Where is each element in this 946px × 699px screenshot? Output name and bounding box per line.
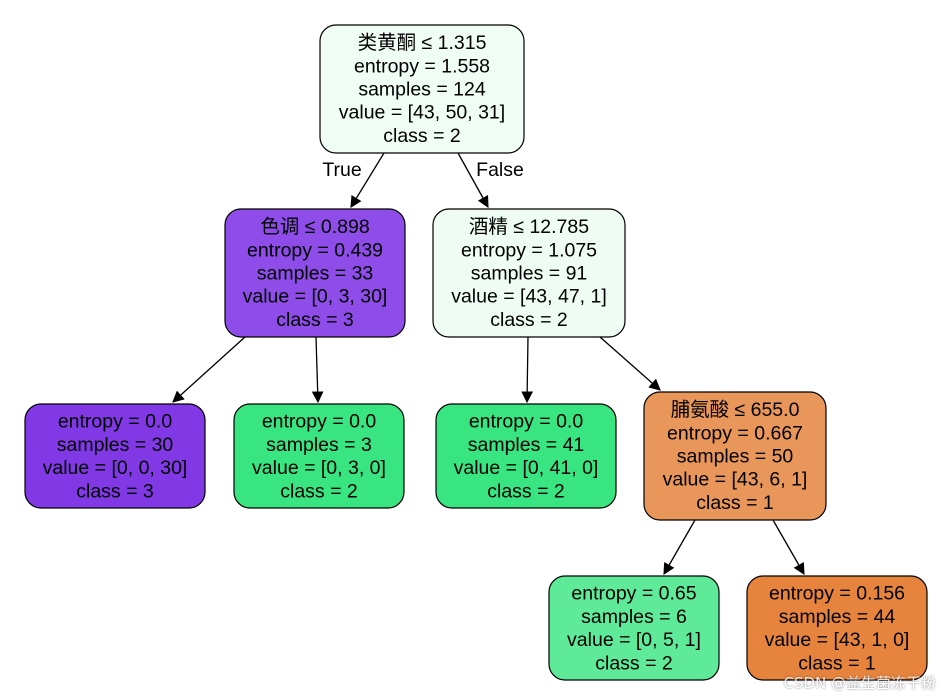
node-line: entropy = 0.0 <box>58 411 173 433</box>
node-line: value = [0, 3, 30] <box>243 286 388 308</box>
node-line: entropy = 0.439 <box>247 239 383 261</box>
node-line: class = 2 <box>383 125 461 147</box>
node-line: class = 2 <box>595 652 673 674</box>
node-line: samples = 3 <box>266 434 372 456</box>
node-line: value = [43, 6, 1] <box>663 469 808 491</box>
edge-label-false: False <box>476 159 524 181</box>
node-line: samples = 124 <box>358 78 486 100</box>
node-line: value = [0, 0, 30] <box>43 457 188 479</box>
edge-n1-n3 <box>172 336 246 403</box>
node-line: entropy = 0.65 <box>571 583 696 605</box>
node-line: class = 1 <box>798 652 876 674</box>
node-line: samples = 91 <box>471 262 588 284</box>
node-line: class = 3 <box>76 480 154 502</box>
node-line: value = [0, 3, 0] <box>252 457 386 479</box>
node-box <box>746 575 928 681</box>
node-line: samples = 44 <box>779 606 896 628</box>
node-line: entropy = 0.0 <box>262 411 377 433</box>
edge-label-true: True <box>322 159 361 181</box>
edge-n6-n8 <box>772 519 805 576</box>
node-line: value = [0, 41, 0] <box>454 457 599 479</box>
node-box <box>435 403 617 509</box>
node-line: samples = 41 <box>468 434 585 456</box>
node-box <box>548 575 720 681</box>
node-box <box>643 391 827 521</box>
node-line: value = [43, 1, 0] <box>765 629 910 651</box>
node-box <box>224 208 406 338</box>
node-line: value = [43, 50, 31] <box>339 102 505 124</box>
node-line: entropy = 0.667 <box>667 422 803 444</box>
node-line: 色调 ≤ 0.898 <box>260 216 369 238</box>
node-line: entropy = 1.558 <box>354 55 490 77</box>
edge-n0-n1 <box>350 152 385 208</box>
edges-layer: True False <box>172 152 805 576</box>
node-line: samples = 6 <box>581 606 687 628</box>
node-line: samples = 50 <box>677 445 794 467</box>
edge-n2-n6 <box>599 336 661 391</box>
node-line: value = [43, 47, 1] <box>451 286 607 308</box>
edge-n1-n4 <box>311 336 324 404</box>
edge-n2-n5 <box>521 336 534 404</box>
node-line: value = [0, 5, 1] <box>567 629 701 651</box>
node-line: 脯氨酸 ≤ 655.0 <box>671 399 800 421</box>
node-line: entropy = 0.156 <box>769 583 905 605</box>
edge-n6-n7 <box>663 519 696 576</box>
node-line: entropy = 0.0 <box>469 411 584 433</box>
node-box <box>432 208 626 338</box>
watermark-text: CSDN @益生菌冻干粉 <box>783 674 936 692</box>
edge-n0-n2 <box>457 152 489 209</box>
node-line: samples = 30 <box>57 434 174 456</box>
node-line: samples = 33 <box>257 262 374 284</box>
node-line: class = 2 <box>490 309 568 331</box>
node-line: class = 2 <box>487 480 565 502</box>
node-box <box>24 403 206 509</box>
node-box <box>233 403 405 509</box>
node-line: 类黄酮 ≤ 1.315 <box>358 32 487 54</box>
node-line: class = 1 <box>696 492 774 514</box>
node-box <box>319 24 525 154</box>
node-line: class = 3 <box>276 309 354 331</box>
node-line: entropy = 1.075 <box>461 239 597 261</box>
node-line: class = 2 <box>280 480 358 502</box>
node-line: 酒精 ≤ 12.785 <box>469 216 589 238</box>
